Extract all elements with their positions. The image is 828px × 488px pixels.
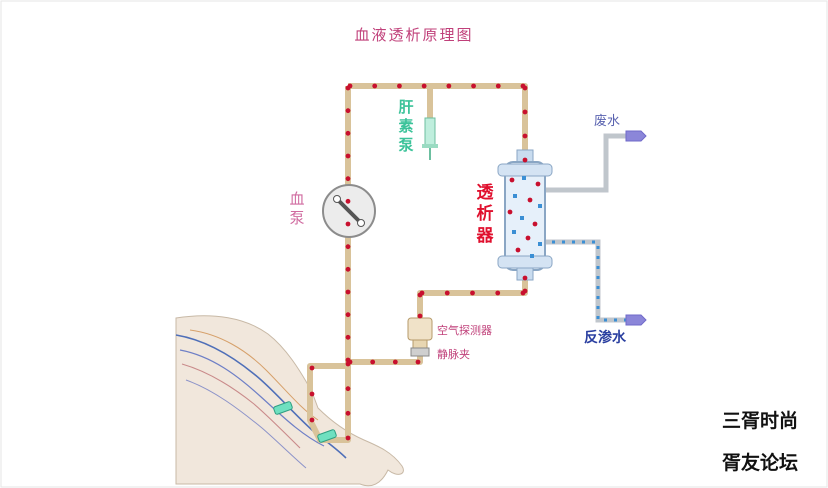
blood-cell-dot (446, 83, 452, 89)
dialysate-dot (522, 176, 526, 180)
blood-cell-dot (397, 83, 402, 89)
needle-connector-icon (273, 401, 337, 443)
blood-cell-dot (522, 275, 528, 281)
blood-cell-dot (471, 83, 476, 89)
blood-cell-dot (522, 133, 528, 139)
blood-cell-dot (522, 109, 528, 115)
diagram-title: 血液透析原理图 (354, 26, 474, 44)
watermark-line2: 胥友论坛 (722, 452, 799, 474)
blood-cells (309, 83, 528, 441)
watermark-line1: 三胥时尚 (722, 410, 799, 432)
blood-cell-dot (509, 177, 515, 183)
blood-cell-dot (345, 244, 351, 250)
blood-cell-dot (345, 334, 351, 340)
dialysate-lines (542, 130, 647, 326)
dialysate-dot (512, 230, 516, 234)
blood-cell-dot (345, 153, 351, 159)
blood-cell-dot (345, 266, 351, 272)
blood-cell-dot (444, 290, 450, 296)
blood-cell-dot (417, 313, 423, 319)
label-venous-clamp: 静脉夹 (437, 348, 470, 361)
heparin-syringe-icon (422, 117, 438, 160)
blood-cell-dot (347, 83, 353, 89)
blood-cell-dot (522, 157, 528, 163)
label-dialyzer: 透析器 (476, 183, 494, 246)
blood-cell-dot (345, 312, 351, 318)
blood-cell-dot (507, 209, 513, 215)
label-blood-pump: 血泵 (289, 190, 305, 227)
blood-cell-dot (421, 83, 427, 89)
dialysate-dot (538, 204, 542, 208)
venous-clamp-icon (410, 347, 430, 357)
label-ro-water: 反渗水 (584, 330, 626, 346)
blood-cell-dot (345, 361, 351, 367)
dialysate-dot (538, 242, 542, 246)
blood-cell-dot (345, 435, 351, 441)
blood-cell-dot (535, 181, 541, 187)
blood-cell-dot (525, 235, 531, 241)
label-air-detector: 空气探测器 (437, 324, 492, 337)
blood-cell-dot (495, 290, 501, 296)
dialysate-dot (513, 194, 517, 198)
blood-cell-dot (372, 83, 378, 89)
blood-cell-dot (345, 108, 351, 114)
blood-cell-dot (417, 292, 423, 298)
blood-pump-icon (322, 184, 376, 238)
blood-cell-dot (309, 365, 315, 371)
dialysate-dot (530, 254, 534, 258)
blood-cell-dot (470, 290, 475, 296)
blood-cell-dot (345, 176, 351, 182)
blood-cell-dot (392, 359, 398, 365)
blood-cell-dot (527, 197, 533, 203)
blood-cell-dot (309, 417, 315, 423)
blood-cell-dot (345, 221, 351, 227)
dialyzer-icon (497, 149, 553, 281)
arm-illustration (175, 315, 404, 487)
blood-tubing (307, 83, 528, 443)
blood-cell-dot (309, 391, 315, 397)
blood-cell-dot (345, 410, 351, 416)
blood-cell-dot (515, 247, 521, 253)
dialysate-dot (520, 216, 524, 220)
blood-cell-dot (495, 83, 501, 89)
blood-cell-dot (415, 359, 421, 365)
air-detector-icon (407, 317, 433, 349)
label-waste-water: 废水 (594, 114, 621, 129)
blood-cell-dot (522, 85, 528, 91)
blood-cell-dot (345, 386, 351, 392)
label-heparin-pump: 肝素泵 (398, 98, 414, 154)
blood-cell-dot (532, 221, 538, 227)
blood-cell-dot (370, 359, 376, 365)
blood-cell-dot (520, 290, 526, 296)
blood-cell-dot (345, 198, 351, 204)
blood-cell-dot (345, 289, 351, 295)
blood-cell-dot (345, 130, 351, 136)
